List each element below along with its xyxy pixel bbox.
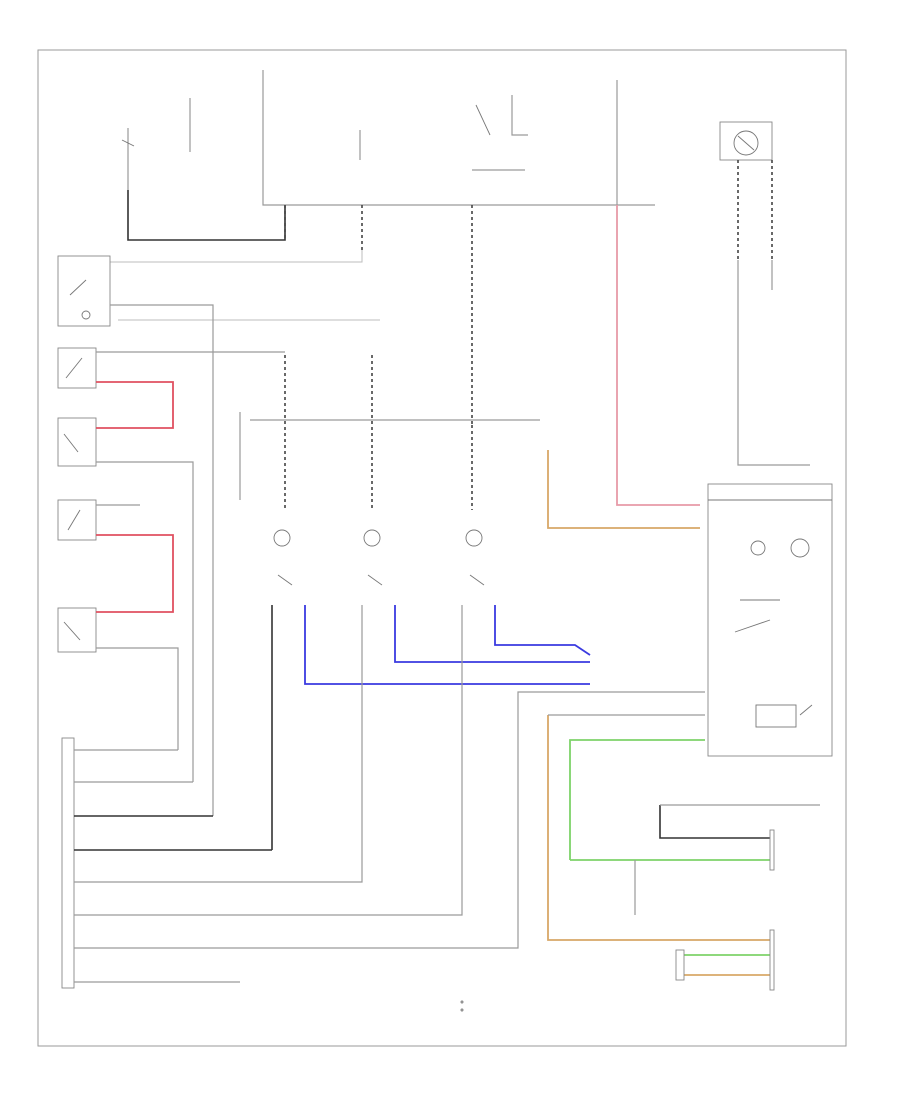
left-switch-4 [57, 499, 97, 541]
lamp-middle [363, 529, 383, 586]
wire-pink [616, 205, 700, 506]
legend [460, 1000, 464, 1012]
bottom-right-connector [769, 929, 775, 991]
left-bottom-connector [61, 737, 75, 989]
wire-blue-1 [304, 605, 590, 685]
top-left-fuse [121, 98, 191, 190]
junction-bar [262, 70, 655, 206]
lamp-left [273, 529, 293, 586]
wire-top-left-ground [127, 190, 286, 241]
left-top-switch [57, 255, 111, 327]
lower-right-connector [769, 829, 775, 871]
left-switch-5 [57, 607, 97, 653]
wire-red-upper [96, 381, 174, 429]
lamp-right [465, 529, 485, 586]
top-right-sensor [719, 121, 773, 161]
left-switch-2 [57, 347, 97, 389]
wire-red-lower [96, 534, 174, 613]
wire-orange-upper [547, 450, 700, 529]
wire-green [569, 739, 705, 860]
diagram-frame [37, 49, 847, 1047]
wire-orange-lower [547, 715, 770, 941]
left-switch-3 [57, 417, 97, 467]
wire-blue-3 [494, 605, 591, 656]
wire-blue-2 [394, 605, 590, 663]
